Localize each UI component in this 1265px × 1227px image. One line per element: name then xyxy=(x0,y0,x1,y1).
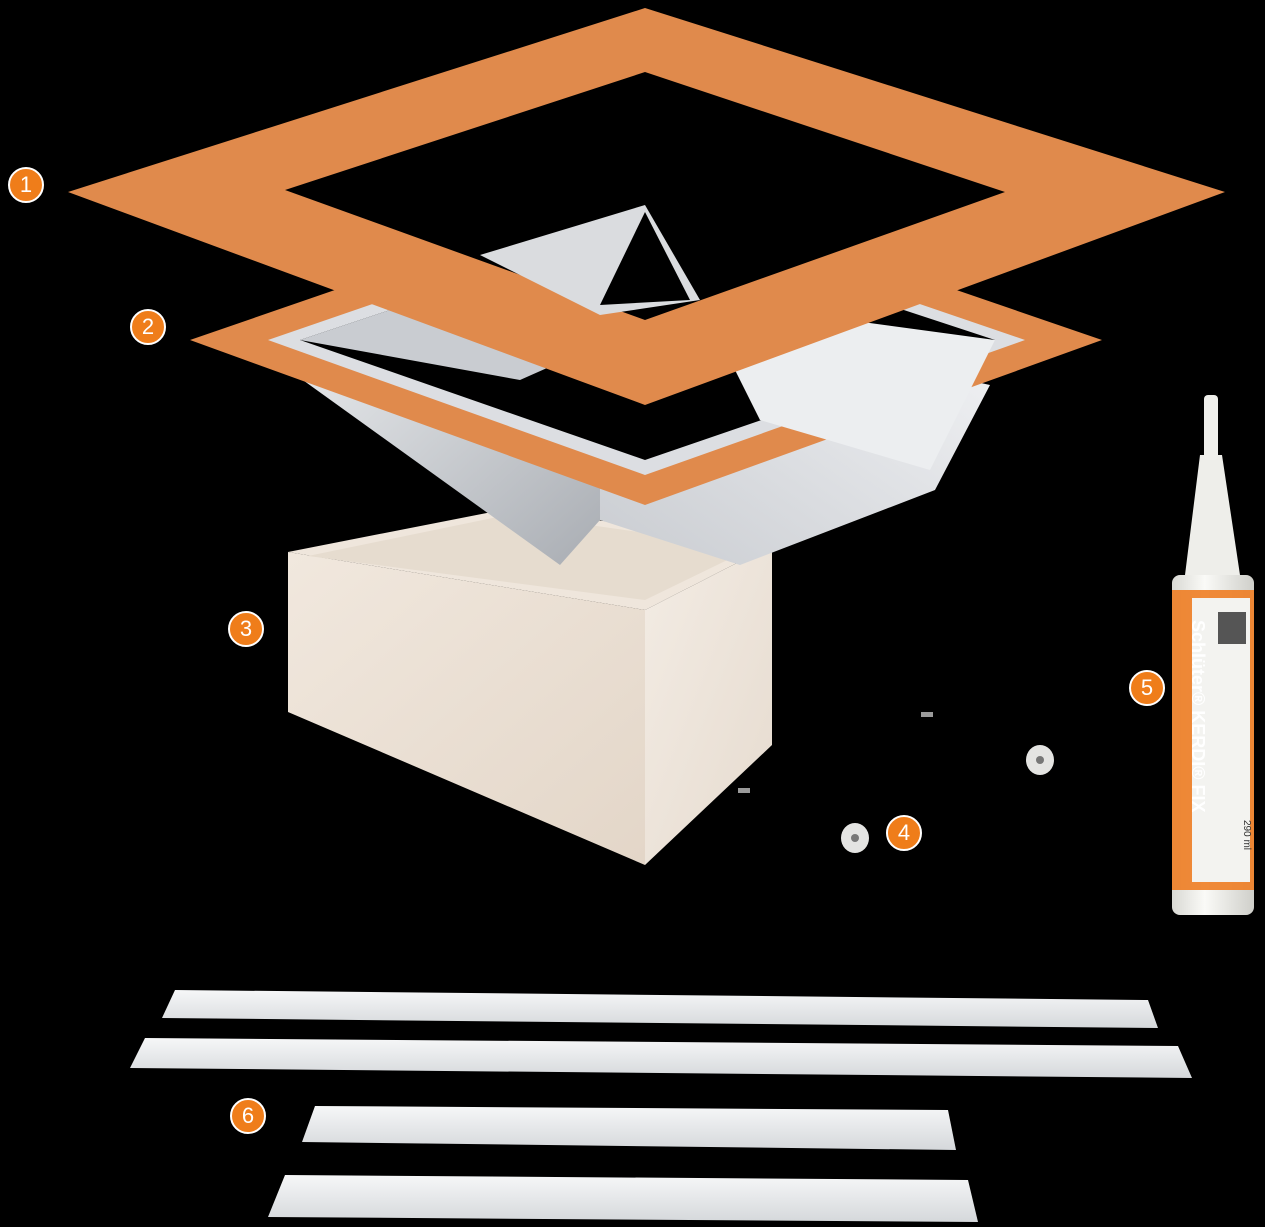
strip-3 xyxy=(302,1106,956,1150)
cartridge-brand-text: Schlüter® KERDI® FIX xyxy=(1188,620,1208,813)
callout-2: 2 xyxy=(130,309,166,345)
pin xyxy=(738,788,750,793)
brand-logo-mark xyxy=(1218,612,1246,644)
callout-4: 4 xyxy=(886,815,922,851)
strip-2 xyxy=(130,1038,1192,1078)
pin xyxy=(921,712,933,717)
cap-1 xyxy=(841,823,869,853)
adhesive-cartridge: Schlüter® KERDI® FIX 290 ml xyxy=(1172,395,1254,915)
callout-3: 3 xyxy=(228,611,264,647)
callout-5: 5 xyxy=(1129,670,1165,706)
cap-2 xyxy=(1026,745,1054,775)
cartridge-volume-text: 290 ml xyxy=(1241,820,1252,850)
callout-6: 6 xyxy=(230,1098,266,1134)
strip-1 xyxy=(162,990,1158,1028)
strips xyxy=(130,990,1192,1222)
foam-box xyxy=(288,508,933,865)
callout-1: 1 xyxy=(8,167,44,203)
strip-4 xyxy=(268,1175,978,1222)
